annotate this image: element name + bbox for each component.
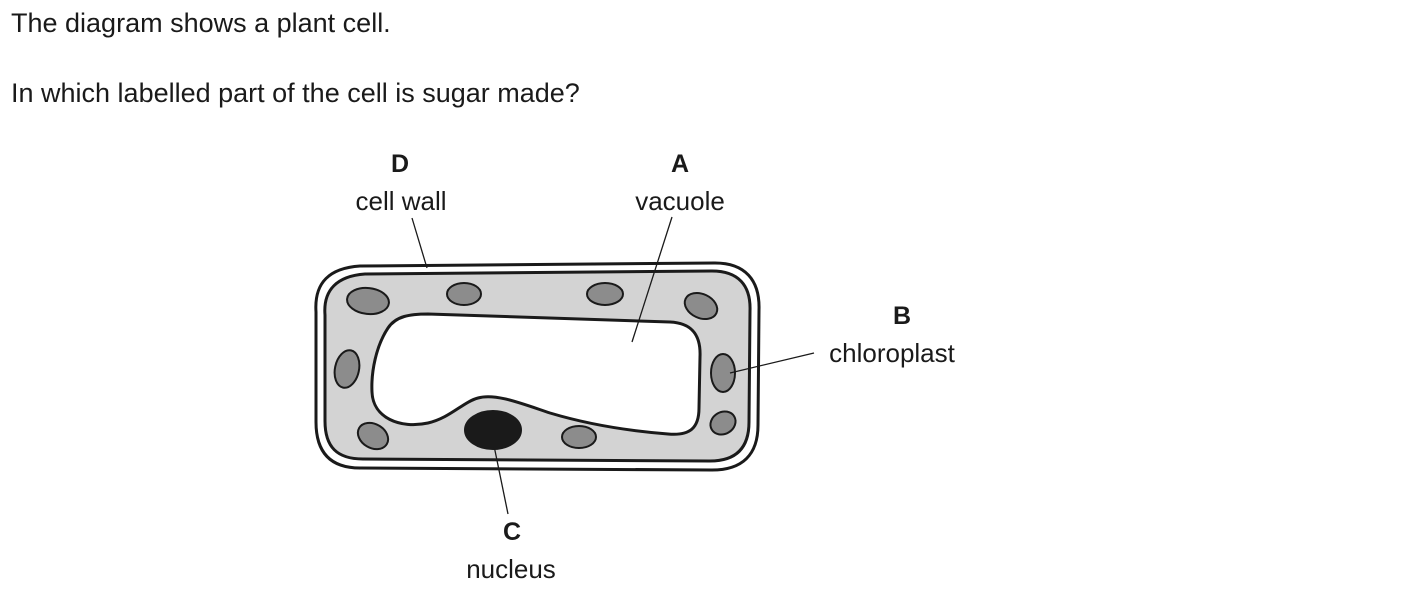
- label-a-name: vacuole: [635, 186, 725, 216]
- question-prompt: In which labelled part of the cell is su…: [11, 78, 580, 108]
- question-stem: The diagram shows a plant cell.: [11, 8, 391, 38]
- leader-line-a: [631, 216, 673, 343]
- chloroplast: [586, 282, 624, 306]
- label-b-letter: B: [893, 302, 911, 330]
- vacuole: [370, 312, 702, 436]
- chloroplasts: [333, 282, 737, 451]
- label-a-letter: A: [671, 150, 689, 178]
- chloroplast: [333, 349, 361, 389]
- chloroplast: [710, 353, 736, 393]
- chloroplast: [446, 282, 482, 306]
- nucleus: [464, 410, 522, 450]
- label-c-name: nucleus: [466, 554, 556, 584]
- leader-line-d: [411, 217, 428, 269]
- chloroplast: [561, 425, 597, 449]
- label-b-name: chloroplast: [829, 338, 956, 368]
- leader-line-b: [729, 352, 815, 374]
- label-c-letter: C: [503, 518, 521, 546]
- chloroplast: [709, 410, 737, 436]
- chloroplast: [683, 291, 719, 321]
- label-d-letter: D: [391, 150, 409, 178]
- label-d-name: cell wall: [355, 186, 446, 216]
- chloroplast: [346, 286, 390, 316]
- leader-line-c: [491, 435, 509, 515]
- chloroplast: [356, 421, 390, 451]
